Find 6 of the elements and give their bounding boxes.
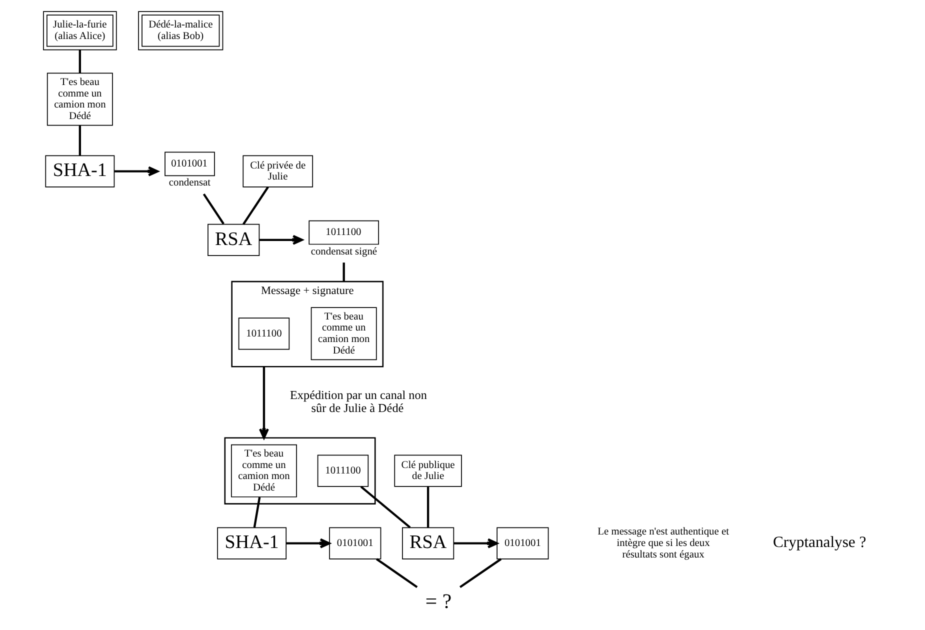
node-label: condensat signé [310, 246, 377, 258]
node-text: = ? [424, 589, 452, 614]
edge-label: Expédition par un canal non sûr de Julie à Dédé [290, 388, 426, 415]
label: Cryptanalyse ? [772, 534, 866, 552]
label: Le message n'est authentique et intègre que si les deux résultats sont égaux [597, 526, 728, 560]
node-label: condensat [168, 178, 210, 189]
